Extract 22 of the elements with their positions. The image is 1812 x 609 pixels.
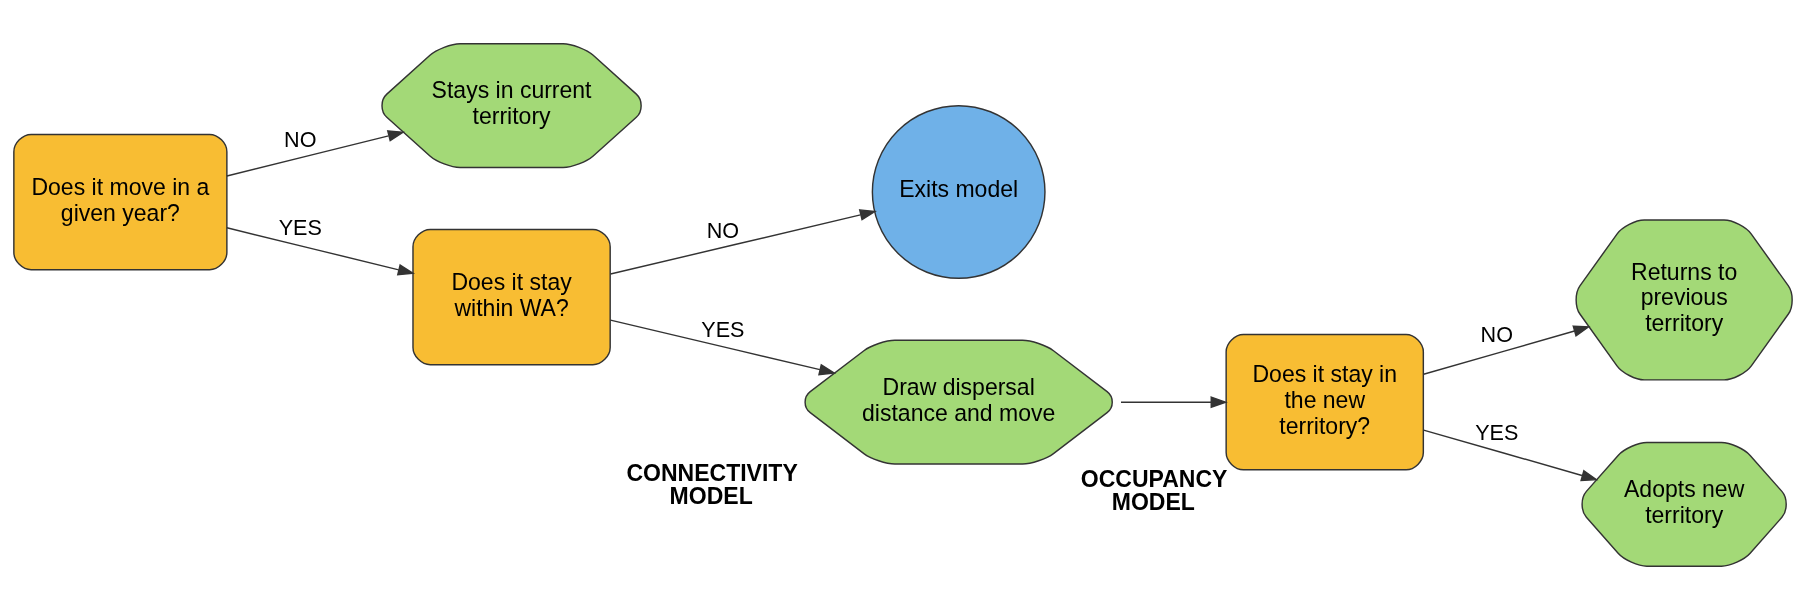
node-ellipse: Stays in current territory [381, 42, 642, 168]
node-box: Does it stay within WA? [412, 228, 611, 365]
node-box: Does it move in a given year? [13, 133, 228, 270]
node-circle: Exits model [871, 104, 1046, 279]
node-label: OCCUPANCY MODEL [1080, 465, 1228, 515]
arrow [226, 129, 406, 177]
edge-label: NO [706, 217, 740, 243]
arrow [1120, 395, 1228, 408]
edge-label: YES [701, 316, 745, 342]
edge-label: NO [284, 126, 317, 152]
arrow [609, 318, 837, 375]
node-box: Does it stay in the new territory? [1225, 333, 1425, 471]
arrow [609, 208, 877, 275]
arrow [226, 226, 416, 276]
node-ellipse: Draw dispersal distance and move [804, 339, 1113, 465]
arrow [1422, 428, 1599, 481]
node-ellipse: Returns to previous territory [1575, 218, 1793, 381]
edge-label: YES [1475, 419, 1519, 445]
edge-label: NO [1480, 321, 1513, 347]
node-label: CONNECTIVITY MODEL [626, 459, 798, 509]
edge-label: YES [278, 214, 322, 240]
arrow [1422, 324, 1591, 375]
